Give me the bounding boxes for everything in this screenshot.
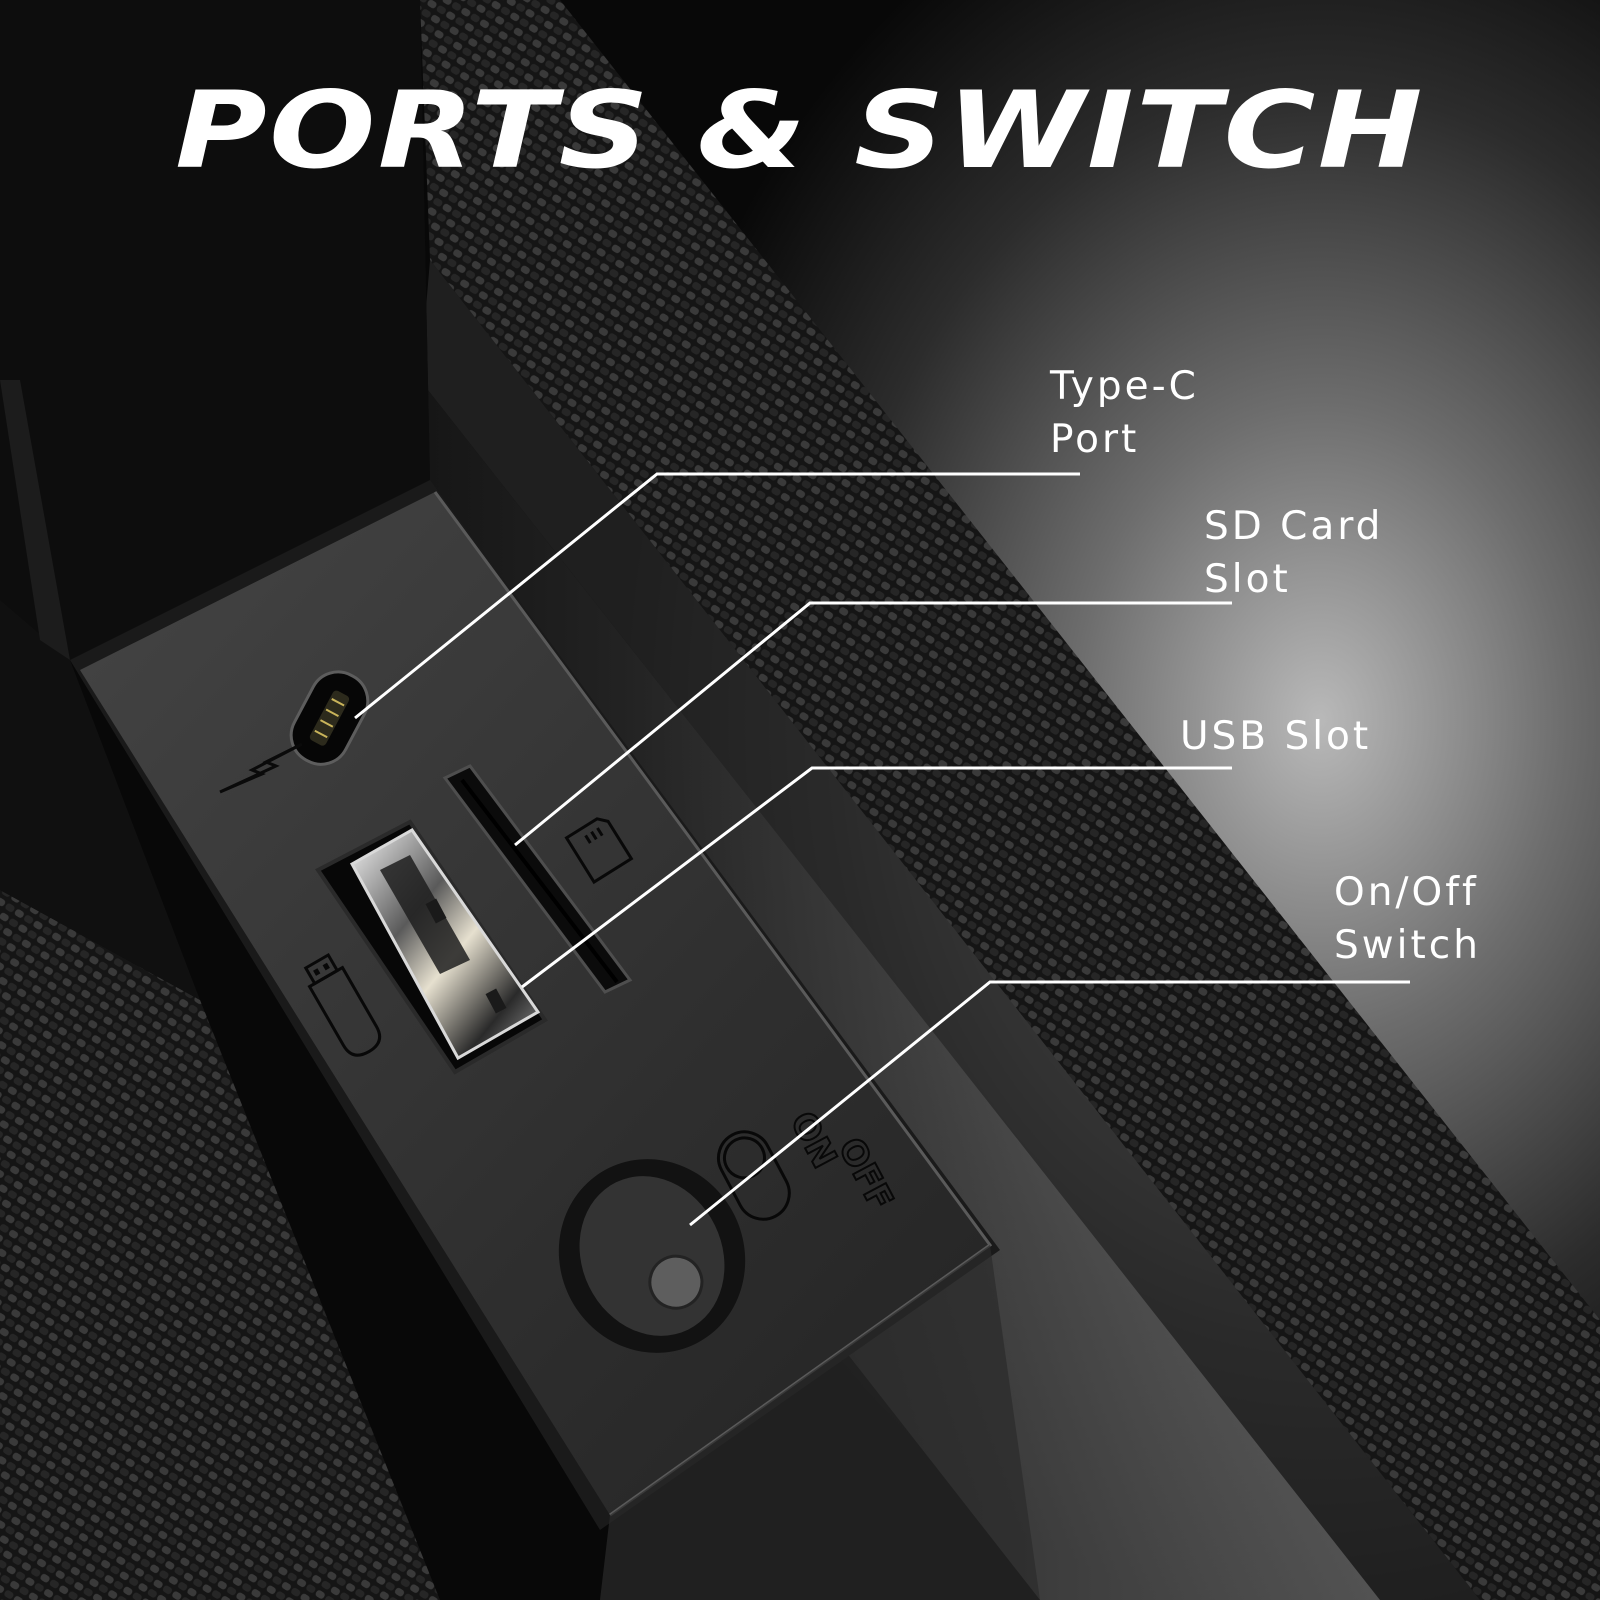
callout-lines (354, 472, 1410, 1227)
type-c-port (289, 670, 370, 766)
switch-leader-line (689, 980, 1410, 1227)
lightning-icon (219, 742, 303, 794)
usb-callout-line1: USB Slot (1180, 714, 1372, 759)
fabric-lower-left (0, 890, 440, 1600)
sd-card-icon (564, 817, 634, 885)
usb-drive-icon (303, 952, 382, 1057)
switch-callout-line2: Switch (1334, 923, 1481, 968)
type-c-callout: Type-C Port (1050, 360, 1199, 466)
switch-callout-line1: On/Off (1334, 870, 1479, 915)
speaker-rim (420, 380, 1380, 1600)
power-switch-icon (716, 1130, 791, 1221)
sd-card-slot (442, 764, 633, 994)
usb-callout: USB Slot (1180, 710, 1371, 763)
top-block-face (0, 380, 70, 660)
sd-card-callout-line2: Slot (1204, 557, 1291, 602)
type-c-callout-line2: Port (1050, 417, 1140, 462)
page-title: PORTS & SWITCH (175, 69, 1425, 192)
type-c-callout-line1: Type-C (1050, 364, 1199, 409)
fabric-band (420, 0, 1600, 1600)
power-switch (558, 1159, 746, 1353)
top-block (0, 0, 430, 660)
type-c-leader-line (354, 472, 1080, 720)
usb-leader-line (521, 766, 1232, 989)
usb-slot (315, 819, 548, 1075)
sd-card-leader-line (514, 601, 1232, 847)
fabric-band-edge (420, 260, 1480, 1600)
sd-card-callout: SD Card Slot (1204, 500, 1383, 606)
sd-card-callout-line1: SD Card (1204, 504, 1384, 549)
body-surface (600, 1245, 1040, 1600)
switch-callout: On/Off Switch (1334, 866, 1481, 972)
